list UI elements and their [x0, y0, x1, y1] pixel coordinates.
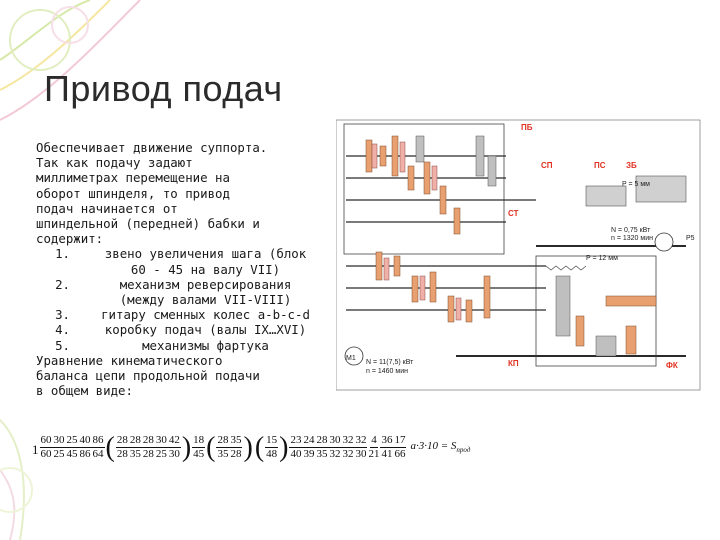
list-item: 5. механизмы фартука — [36, 338, 336, 353]
scheme-label: ФК — [666, 361, 678, 370]
list-item-text: механизмы фартука — [142, 337, 269, 353]
intro-line: оборот шпинделя, то привод — [36, 185, 230, 201]
paren-open: ( — [206, 431, 216, 463]
list-item: 4. коробку подач (валы IX…XVI) — [36, 322, 336, 337]
scheme-label: Р5 — [686, 235, 695, 242]
scheme-label: СТ — [508, 209, 519, 218]
list-number: 4. — [55, 322, 70, 338]
scheme-note: n = 1460 мин — [366, 368, 408, 375]
list-item: 3. гитару сменных колес a-b-c-d — [36, 307, 336, 322]
list-number: 5. — [55, 337, 70, 353]
intro-line: Так как подачу задают — [36, 155, 193, 171]
list-item-text: звено увеличения шага (блок — [104, 246, 307, 262]
scheme-label: ПС — [594, 161, 606, 170]
scheme-label: СП — [541, 161, 553, 170]
outro-line: Уравнение кинематического — [36, 352, 223, 368]
list-item: 2. механизм реверсирования(между валами … — [36, 277, 336, 307]
slide-title: Привод подач — [44, 68, 283, 109]
decorative-corner-swirl — [0, 0, 141, 540]
scheme-note: n = 1320 мин — [611, 235, 653, 242]
intro-line: подач начинается от — [36, 200, 178, 216]
kinematic-scheme-diagram: ПБ СП ПС ЗБ СТ КП ФК М1 Р5 N = 11(7,5) к… — [336, 119, 701, 391]
outro-line: баланса цепи продольной подачи — [36, 368, 260, 384]
list-item-text: коробку подач (валы IX…XVI) — [104, 322, 307, 338]
slide-body: Обеспечивает движение суппорта. Так как … — [36, 140, 336, 398]
list-number: 2. — [55, 276, 70, 292]
list-item-text: гитару сменных колес a-b-c-d — [101, 307, 310, 323]
list-item-text: (между валами VII-VIII) — [119, 292, 292, 308]
scheme-note: N = 11(7,5) кВт — [366, 359, 414, 366]
outro-line: в общем виде: — [36, 383, 133, 399]
intro-line: Обеспечивает движение суппорта. — [36, 140, 268, 155]
intro-line: содержит: — [36, 231, 104, 247]
intro-line: миллиметрах перемещение на — [36, 170, 230, 186]
equation-tail: a·3·10 = Sпрод — [410, 440, 471, 455]
paren-open: ( — [254, 431, 265, 463]
scheme-label: М1 — [346, 355, 356, 362]
list-number: 3. — [55, 307, 70, 323]
paren-close: ) — [243, 431, 253, 463]
scheme-note: P = 5 мм — [622, 181, 650, 188]
paren-open: ( — [105, 431, 115, 463]
scheme-note: N = 0,75 кВт — [611, 227, 651, 234]
paren-close: ) — [279, 431, 289, 463]
intro-line: шпиндельной (передней) бабки и — [36, 216, 260, 232]
paren-close: ) — [181, 431, 192, 463]
scheme-note: P = 12 мм — [586, 255, 618, 262]
scheme-label: ЗБ — [626, 161, 637, 170]
list-number: 1. — [55, 246, 70, 262]
list-item-text: механизм реверсирования — [119, 276, 292, 292]
list-item-text: 60 - 45 на валу VII) — [130, 261, 281, 277]
equation-lead: 1 — [32, 441, 39, 457]
scheme-label: КП — [508, 359, 519, 368]
scheme-label: ПБ — [521, 123, 533, 132]
